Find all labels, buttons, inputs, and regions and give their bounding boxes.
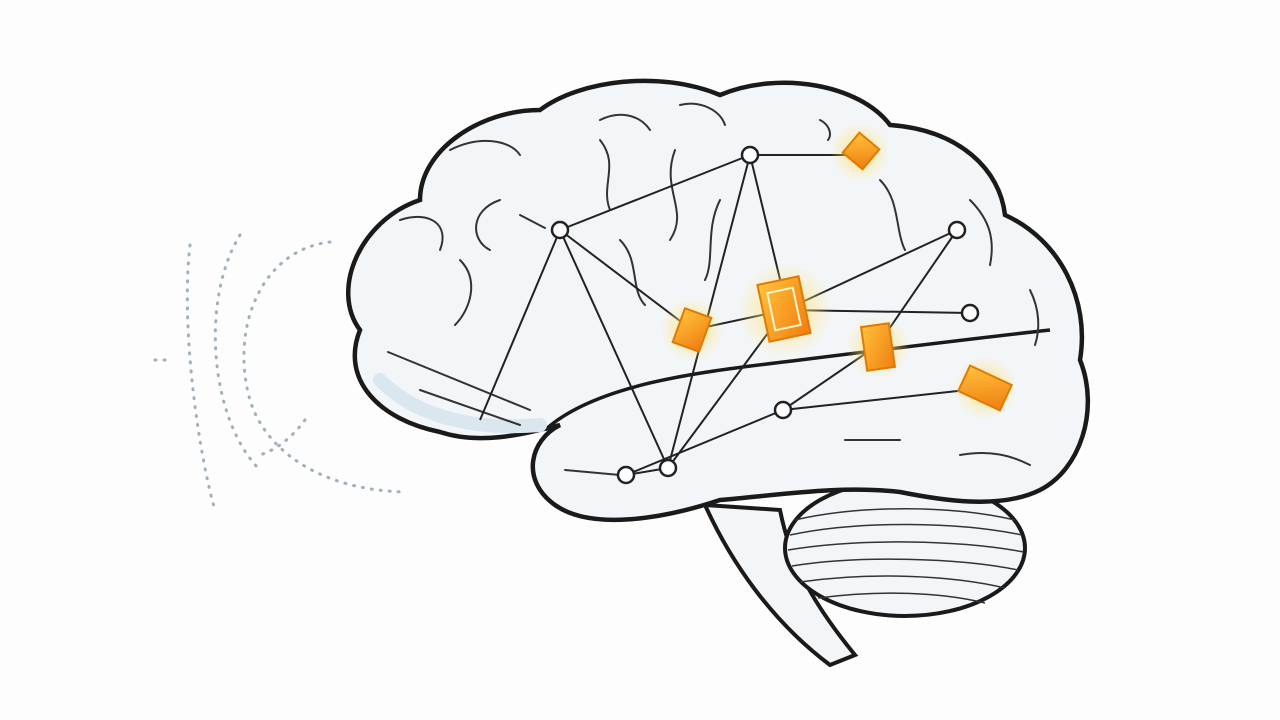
node [960, 303, 980, 323]
shadow [373, 373, 547, 434]
chip [841, 131, 881, 171]
chip [859, 322, 897, 372]
node [616, 465, 636, 485]
temporal-fold [543, 328, 1051, 432]
node [550, 220, 570, 240]
chip [671, 307, 713, 353]
chip [956, 364, 1014, 412]
node [773, 400, 793, 420]
cerebrum [346, 78, 1090, 523]
node [947, 220, 967, 240]
glowing-chips [660, 122, 1017, 420]
sulci [387, 102, 1040, 476]
network-nodes [550, 145, 980, 485]
cerebellum [783, 478, 1027, 618]
node [658, 458, 678, 478]
node [740, 145, 760, 165]
